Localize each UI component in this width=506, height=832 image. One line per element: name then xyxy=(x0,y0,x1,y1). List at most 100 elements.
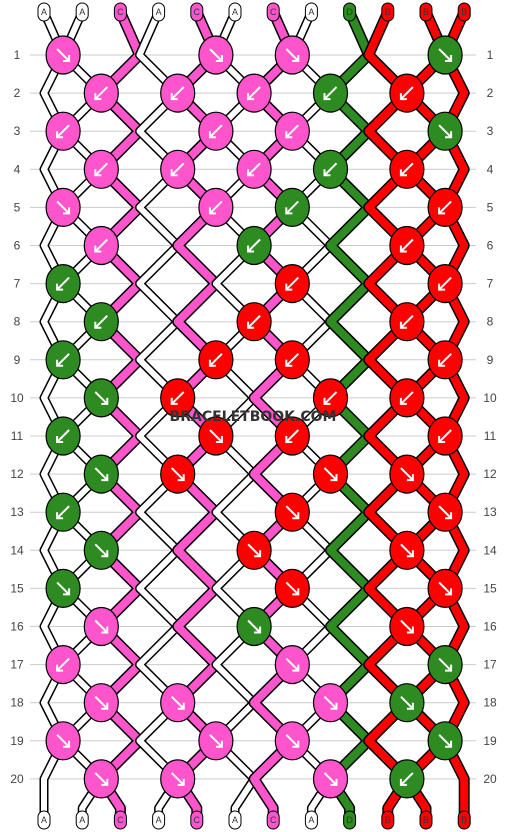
knot-arrowhead xyxy=(254,550,262,558)
knot-arrowhead xyxy=(285,283,293,291)
knot-arrowhead xyxy=(94,169,102,177)
knot-arrow-se xyxy=(94,695,109,710)
knot-arrow-sw xyxy=(400,391,414,405)
knot-arrowhead xyxy=(56,283,64,291)
knot-arrow-sw xyxy=(285,353,300,367)
knot-arrowhead xyxy=(285,131,293,139)
row-label-left: 13 xyxy=(10,505,24,519)
knot-arrow-se xyxy=(247,543,261,558)
knot-arrow-sw xyxy=(170,162,185,177)
string-end-bottom xyxy=(228,810,242,830)
knot-arrow-sw xyxy=(56,429,70,443)
knot-arrow-se xyxy=(438,657,452,672)
knot-arrow-se xyxy=(400,543,414,558)
knot-arrow-se xyxy=(285,505,300,519)
knot-arrow-se xyxy=(285,734,300,748)
knot-arrowhead xyxy=(292,512,300,520)
row-label-right: 7 xyxy=(487,277,494,291)
knot-arrowhead xyxy=(445,512,453,520)
knot-arrow-se xyxy=(209,734,223,748)
string-end-top xyxy=(419,2,433,22)
string-label-bottom: D xyxy=(346,815,353,825)
knot-arrow-sw xyxy=(170,86,185,100)
knot-arrow-sw xyxy=(247,162,261,177)
row-label-right: 20 xyxy=(483,772,497,786)
knot-arrow-se xyxy=(209,48,223,62)
knot-arrowhead xyxy=(101,474,109,482)
row-label-left: 17 xyxy=(10,658,24,672)
string-end-bottom xyxy=(419,810,433,830)
string-end-top xyxy=(190,2,204,22)
knot-arrowhead xyxy=(94,245,102,253)
row-label-right: 8 xyxy=(487,315,494,329)
knot-arrow-se xyxy=(56,200,70,215)
row-label-left: 18 xyxy=(10,696,24,710)
knot-arrow-sw xyxy=(56,505,70,519)
knot-arrow-sw xyxy=(438,276,452,291)
row-label-left: 5 xyxy=(14,200,21,214)
knot-arrowhead xyxy=(438,207,446,215)
knot-arrow-se xyxy=(438,734,452,748)
knot-arrow-sw xyxy=(400,314,414,329)
knots xyxy=(45,35,463,799)
knot-arrow-sw xyxy=(285,429,300,443)
string-end-bottom xyxy=(152,810,166,830)
knot-arrowhead xyxy=(445,55,453,62)
knot-arrow-sw xyxy=(323,162,338,177)
knot-arrowhead xyxy=(63,588,71,596)
knot-arrowhead xyxy=(177,778,185,786)
knot-arrow-sw xyxy=(94,238,109,253)
knot-arrow-se xyxy=(170,772,185,786)
knot-arrow-se xyxy=(56,48,70,62)
knot-arrowhead xyxy=(438,283,446,291)
knot-arrowhead xyxy=(254,626,262,634)
string-label-bottom: A xyxy=(232,815,238,825)
knot-arrow-se xyxy=(56,581,70,596)
knot-arrow-sw xyxy=(323,86,338,100)
knot-arrowhead xyxy=(63,207,71,215)
string-end-top xyxy=(266,2,280,22)
string-end-top xyxy=(228,2,242,22)
row-label-left: 12 xyxy=(10,467,24,481)
row-label-left: 14 xyxy=(10,543,24,557)
knot-arrowhead xyxy=(292,740,300,748)
knot-arrowhead xyxy=(63,55,71,62)
knot-arrowhead xyxy=(101,397,109,405)
string-label-top: B xyxy=(385,7,391,17)
string-label-top: C xyxy=(270,7,277,17)
knot-arrow-sw xyxy=(400,86,414,100)
knot-arrow-sw xyxy=(438,353,452,367)
string-label-top: C xyxy=(194,7,201,17)
knot-arrowhead xyxy=(56,512,64,520)
knot-arrow-se xyxy=(400,619,414,634)
string-label-top: A xyxy=(232,7,238,17)
knot-arrowhead xyxy=(399,169,407,177)
string-label-top: C xyxy=(117,7,124,17)
knot-arrowhead xyxy=(323,169,331,177)
knot-arrowhead xyxy=(208,207,216,215)
string-end-top xyxy=(152,2,166,22)
row-label-left: 15 xyxy=(10,581,24,595)
knot-arrowhead xyxy=(330,778,338,786)
string-label-bottom: A xyxy=(156,815,162,825)
knot-arrowhead xyxy=(170,169,178,177)
row-label-right: 16 xyxy=(483,620,497,634)
row-label-right: 11 xyxy=(484,429,497,443)
row-label-right: 3 xyxy=(487,124,494,138)
knot-arrowhead xyxy=(177,702,185,710)
row-label-right: 2 xyxy=(487,86,494,100)
string-end-bottom xyxy=(304,810,318,830)
knot-arrowhead xyxy=(208,359,216,367)
knot-arrowhead xyxy=(445,131,453,139)
string-label-bottom: B xyxy=(423,815,429,825)
string-label-top: A xyxy=(308,7,314,17)
string-label-bottom: A xyxy=(79,815,85,825)
knot-arrowhead xyxy=(438,359,446,367)
knot-arrow-sw xyxy=(247,86,261,100)
string-label-bottom: C xyxy=(117,815,124,825)
string-end-bottom xyxy=(113,810,127,830)
string-end-top xyxy=(381,2,395,22)
knot-arrowhead xyxy=(399,321,407,329)
string-label-top: A xyxy=(156,7,162,17)
